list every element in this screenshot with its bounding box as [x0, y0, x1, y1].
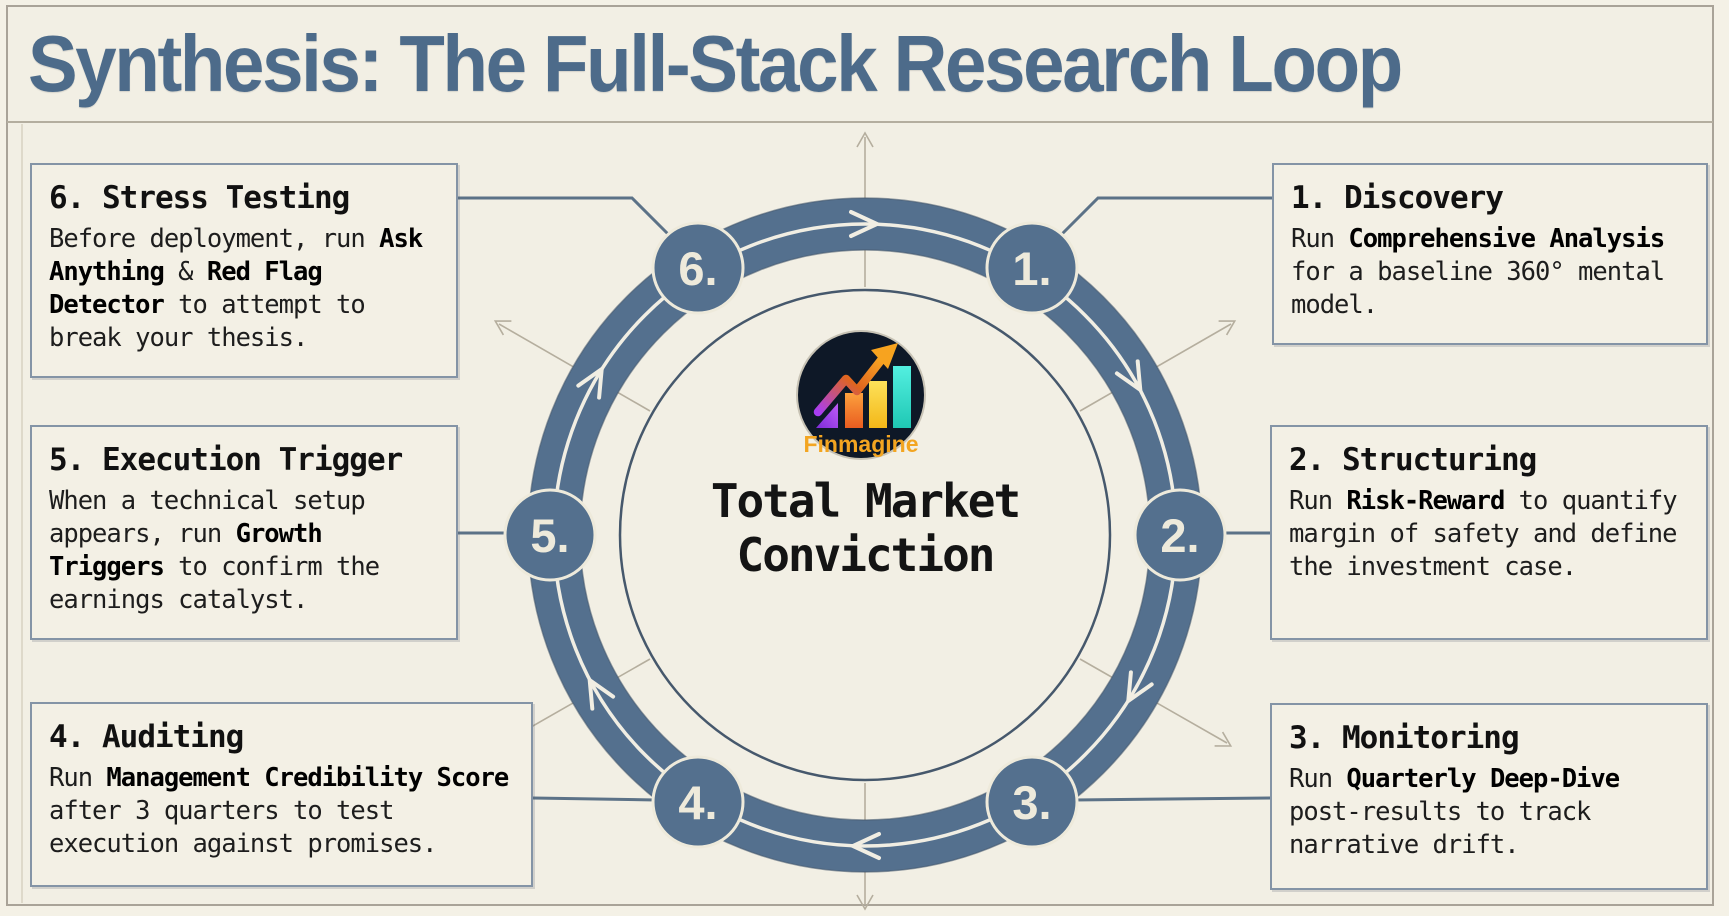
node-5-label: 5. — [530, 509, 569, 562]
step-4-description: Run Management Credibility Score after 3… — [49, 763, 509, 859]
step-box-5-execution-trigger: 5. Execution Trigger When a technical se… — [30, 425, 458, 640]
step-box-6-stress-testing: 6. Stress Testing Before deployment, run… — [30, 163, 458, 378]
box-connectors — [458, 196, 1272, 802]
step-box-3-monitoring: 3. Monitoring Run Quarterly Deep-Dive po… — [1270, 703, 1708, 890]
step-box-1-discovery: 1. Discovery Run Comprehensive Analysis … — [1272, 163, 1708, 345]
ring-flow-arrows — [576, 210, 1154, 860]
node-3-label: 3. — [1012, 776, 1051, 829]
node-6-label: 6. — [678, 242, 717, 295]
loop-nodes: 1. 2. 3. 4. 5. 6. — [503, 221, 1227, 849]
connector-step-6 — [458, 196, 670, 236]
inner-circle — [618, 288, 1112, 782]
finmagine-logo: Finmagine — [796, 330, 926, 460]
step-5-title: 5. Execution Trigger — [49, 442, 403, 478]
logo-wordmark: Finmagine — [803, 431, 918, 457]
node-5: 5. — [503, 488, 597, 582]
logo-arrowhead — [871, 343, 898, 369]
step-3-title: 3. Monitoring — [1289, 720, 1520, 756]
node-4: 4. — [651, 755, 745, 849]
logo-bar-teal — [893, 366, 911, 428]
title-band: Synthesis: The Full-Stack Research Loop — [28, 8, 1504, 120]
step-3-description: Run Quarterly Deep-Dive post-results to … — [1289, 764, 1620, 860]
connector-step-3 — [1073, 796, 1271, 802]
step-4-title: 4. Auditing — [49, 719, 244, 755]
step-1-description: Run Comprehensive Analysis for a baselin… — [1291, 224, 1665, 320]
logo-trend-arrow — [813, 354, 887, 417]
node-2-label: 2. — [1160, 509, 1199, 562]
page-title: Synthesis: The Full-Stack Research Loop — [28, 19, 1403, 108]
logo-bar-orange — [845, 393, 863, 428]
center-label-line1: Total Market — [710, 474, 1021, 528]
logo-bar-yellow — [869, 381, 887, 428]
step-6-description: Before deployment, run Ask Anything & Re… — [49, 224, 423, 353]
node-1-label: 1. — [1012, 242, 1051, 295]
logo-bar-purple — [816, 403, 838, 428]
step-box-2-structuring: 2. Structuring Run Risk-Reward to quanti… — [1270, 425, 1708, 640]
center-label: Total Market Conviction — [565, 474, 1165, 582]
node-4-label: 4. — [678, 776, 717, 829]
step-box-4-auditing: 4. Auditing Run Management Credibility S… — [30, 702, 533, 887]
step-1-title: 1. Discovery — [1291, 180, 1504, 216]
node-2: 2. — [1133, 488, 1227, 582]
node-3: 3. — [985, 755, 1079, 849]
node-6: 6. — [651, 221, 745, 315]
node-1: 1. — [985, 221, 1079, 315]
connector-step-4 — [532, 796, 657, 802]
connector-step-1 — [1060, 196, 1272, 236]
step-6-title: 6. Stress Testing — [49, 180, 350, 216]
center-label-line2: Conviction — [736, 528, 996, 582]
step-2-title: 2. Structuring — [1289, 442, 1537, 478]
step-2-description: Run Risk-Reward to quantify margin of sa… — [1289, 486, 1678, 582]
step-5-description: When a technical setup appears, run Grow… — [49, 486, 380, 615]
